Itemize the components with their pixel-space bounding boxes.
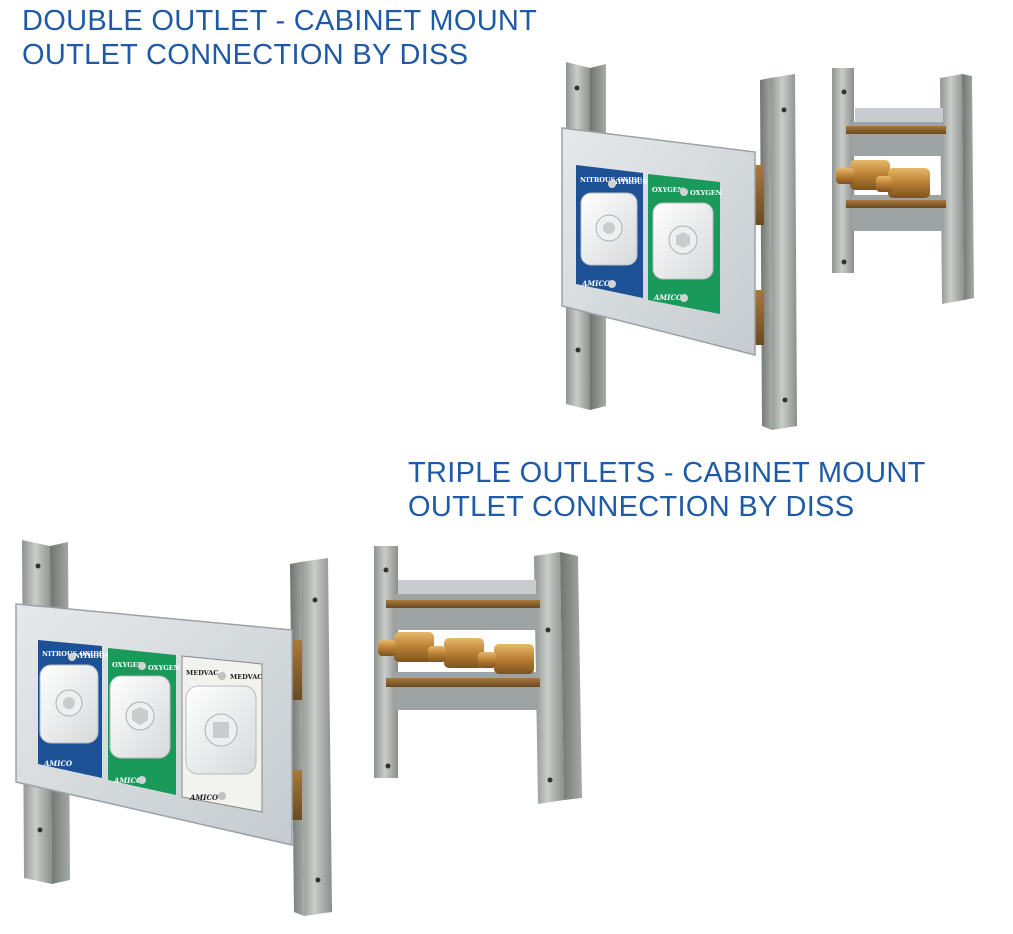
brand-label: AMICO (581, 279, 611, 288)
panel-label-right: NITROUS OXIDE (612, 178, 674, 186)
triple-rough-in-assembly (374, 546, 582, 804)
heading-line: OUTLET CONNECTION BY DISS (408, 491, 855, 523)
heading-line: DOUBLE OUTLET - CABINET MOUNT (22, 5, 538, 37)
panel-label-right: OXYGEN (148, 664, 180, 672)
triple-outlet-heading: TRIPLE OUTLETS - CABINET MOUNT OUTLET CO… (408, 456, 926, 524)
heading-line: TRIPLE OUTLETS - CABINET MOUNT (408, 457, 926, 489)
brand-label: AMICO (43, 759, 73, 768)
nitrous-oxide-panel: NITROUS OXIDE NITROUS OXIDE AMICO (576, 165, 674, 298)
brand-label: AMICO (189, 793, 219, 802)
oxygen-panel: OXYGEN OXYGEN AMICO (108, 648, 180, 795)
triple-outlet-assembly: NITROUS OXIDE NITROUS OXIDE AMICO OXYGEN… (15, 540, 332, 916)
panel-label-left: OXYGEN (652, 186, 684, 194)
heading-line: OUTLET CONNECTION BY DISS (22, 39, 469, 71)
brand-label: AMICO (653, 293, 683, 302)
medvac-panel: MEDVAC MEDVAC AMICO (181, 655, 263, 813)
double-outlet-heading: DOUBLE OUTLET - CABINET MOUNT OUTLET CON… (22, 4, 537, 72)
panel-label-left: NITROUS OXIDE (580, 176, 642, 184)
nitrous-oxide-panel: NITROUS OXIDE NITROUS OXIDE AMICO (38, 640, 136, 778)
brand-label: AMICO (113, 776, 143, 785)
double-rough-in-assembly (832, 68, 974, 304)
panel-label-left: MEDVAC (186, 669, 218, 677)
panel-label-right: NITROUS OXIDE (74, 652, 136, 660)
panel-label-right: OXYGEN (690, 189, 722, 197)
panel-label-right: MEDVAC (230, 673, 262, 681)
panel-label-left: OXYGEN (112, 661, 144, 669)
oxygen-panel: OXYGEN OXYGEN AMICO (648, 174, 722, 314)
double-outlet-assembly: NITROUS OXIDE NITROUS OXIDE AMICO OXYGEN… (561, 62, 797, 430)
